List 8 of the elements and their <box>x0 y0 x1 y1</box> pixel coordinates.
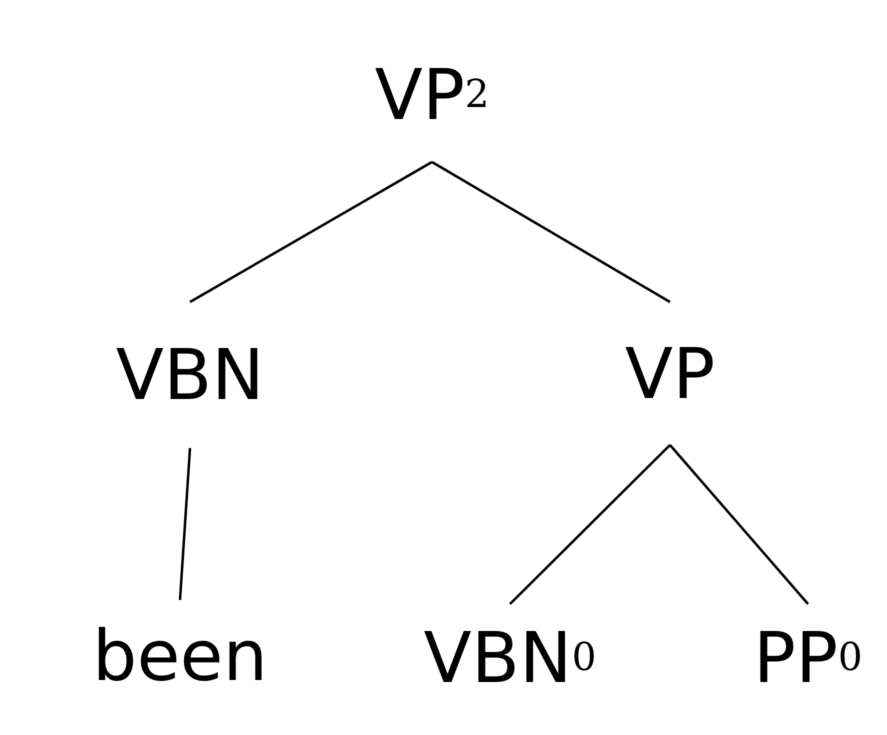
tree-node-label: been <box>92 600 268 712</box>
tree-branch-line <box>178 448 192 600</box>
tree-branch-line <box>189 160 433 304</box>
tree-branch-line <box>431 160 671 304</box>
tree-branch-line <box>509 444 671 605</box>
tree-branch-line <box>669 444 809 605</box>
tree-node-label: VP <box>624 302 716 445</box>
tree-node-label: VBN <box>116 302 264 448</box>
